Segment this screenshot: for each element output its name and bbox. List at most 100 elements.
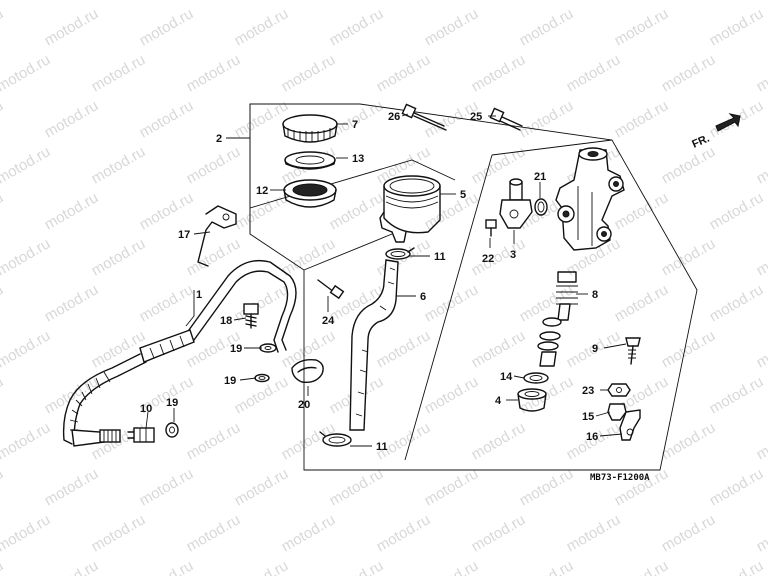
callout-4: 4 [495,395,502,407]
sealing-washer-19b [254,373,270,383]
watermark-text: motod.ru [374,0,434,3]
watermark-text: motod.ru [564,511,624,555]
watermark-text: motod.ru [184,51,244,95]
watermark-text: motod.ru [0,5,6,49]
watermark-text: motod.ru [42,281,102,325]
callout-20: 20 [298,399,310,411]
watermark-text: motod.ru [137,557,197,576]
callout-8: 8 [592,289,598,301]
watermark-text: motod.ru [89,143,149,187]
callout-11-lower: 11 [376,441,388,453]
callout-15: 15 [582,411,594,423]
watermark-text: motod.ru [707,281,767,325]
rod-joint [607,403,627,421]
callout-13: 13 [352,153,364,165]
callout-7: 7 [352,119,358,131]
watermark-text: motod.ru [0,419,53,463]
watermark-text: motod.ru [0,465,6,509]
watermark-text: motod.ru [89,0,149,3]
hose-clip-lower [319,431,352,447]
watermark-text: motod.ru [89,235,149,279]
watermark-text: motod.ru [184,0,244,3]
sealing-washer-19c [165,422,179,438]
boot [517,388,547,412]
callout-5: 5 [460,189,466,201]
callout-19-c: 19 [166,397,178,409]
watermark-text: motod.ru [137,281,197,325]
watermark-text: motod.ru [137,97,197,141]
callout-22: 22 [482,253,494,265]
callout-26: 26 [388,111,400,123]
watermark-text: motod.ru [374,51,434,95]
callout-3: 3 [510,249,516,261]
watermark-text: motod.ru [0,327,53,371]
watermark-text: motod.ru [232,5,292,49]
watermark-text: motod.ru [42,373,102,417]
callout-9: 9 [592,343,598,355]
watermark-text: motod.ru [612,465,672,509]
watermark-text: motod.ru [184,235,244,279]
piston-set [537,271,578,367]
watermark-text: motod.ru [707,557,767,576]
callout-19-b: 19 [224,375,236,387]
inlet-joint [499,178,533,229]
callout-17: 17 [178,229,190,241]
watermark-text: motod.ru [612,557,672,576]
watermark-text: motod.ru [659,235,719,279]
watermark-text: motod.ru [279,511,339,555]
callout-19-a: 19 [230,343,242,355]
callout-25: 25 [470,111,482,123]
callout-11-upper: 11 [434,251,446,263]
reservoir-cap [282,114,338,143]
watermark-text: motod.ru [0,143,53,187]
lock-nut [607,383,631,397]
callout-24: 24 [322,315,335,327]
watermark-text: motod.ru [754,51,768,95]
watermark-text: motod.ru [137,465,197,509]
watermark-text: motod.ru [42,5,102,49]
watermark-text: motod.ru [42,189,102,233]
bolt-26 [401,103,447,131]
bolt-25 [489,107,523,131]
watermark-text: motod.ru [232,465,292,509]
watermark-text: motod.ru [89,51,149,95]
diaphragm-plate [284,151,336,170]
reservoir-hose [349,259,399,431]
watermark-text: motod.ru [42,465,102,509]
watermark-text: motod.ru [0,51,53,95]
watermark-text: motod.ru [422,281,482,325]
watermark-text: motod.ru [0,0,53,3]
watermark-text: motod.ru [659,51,719,95]
watermark-text: motod.ru [754,0,768,3]
callout-23: 23 [582,385,594,397]
callout-1: 1 [196,289,202,301]
watermark-text: motod.ru [184,511,244,555]
o-ring [534,198,548,216]
watermark-text: motod.ru [137,5,197,49]
sealing-washer-19a [259,343,277,353]
watermark-text: motod.ru [469,51,529,95]
watermark-text: motod.ru [279,51,339,95]
watermark-text: motod.ru [469,235,529,279]
watermark-text: motod.ru [469,419,529,463]
watermark-text: motod.ru [327,465,387,509]
watermark-text: motod.ru [707,189,767,233]
watermark-text: motod.ru [422,5,482,49]
watermark-text: motod.ru [707,465,767,509]
watermark-text: motod.ru [422,557,482,576]
watermark-text: motod.ru [612,281,672,325]
watermark-text: motod.ru [422,373,482,417]
watermark-text: motod.ru [184,143,244,187]
callout-21: 21 [534,171,546,183]
watermark-text: motod.ru [327,557,387,576]
watermark-text: motod.ru [659,511,719,555]
callout-6: 6 [420,291,426,303]
diagram-code: MB73-F1200A [590,473,650,483]
watermark-text: motod.ru [279,327,339,371]
watermark-text: motod.ru [0,373,6,417]
watermark-text: motod.ru [232,557,292,576]
watermark-text: motod.ru [0,97,6,141]
hose-clip-upper [385,247,415,260]
watermark-text: motod.ru [184,419,244,463]
watermark-text: motod.ru [374,511,434,555]
